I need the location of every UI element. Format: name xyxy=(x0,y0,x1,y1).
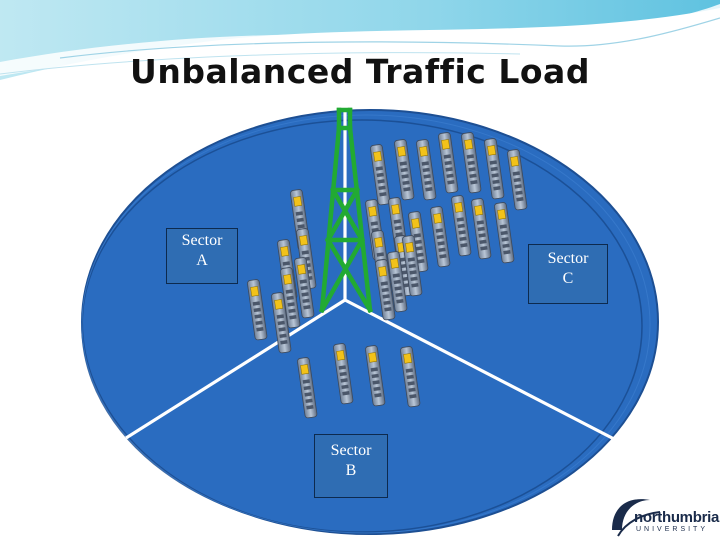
mobile-phone-icon xyxy=(451,195,472,257)
cell-area xyxy=(81,109,659,535)
mobile-phone-icon xyxy=(484,138,505,200)
mobile-phone-icon xyxy=(365,345,386,407)
logo-name: northumbria xyxy=(634,509,720,526)
mobile-phone-icon xyxy=(370,144,391,206)
mobile-phone-icon xyxy=(247,279,268,341)
sector-a-label: Sector A xyxy=(166,228,238,284)
mobile-phone-icon xyxy=(402,235,423,297)
sector-c-line2: C xyxy=(562,270,574,287)
logo-subtitle: UNIVERSITY xyxy=(636,526,709,533)
mobile-phone-icon xyxy=(333,343,354,405)
mobile-phone-icon xyxy=(416,139,437,201)
mobile-phone-icon xyxy=(297,357,318,419)
mobile-phone-icon xyxy=(494,202,515,264)
header-wave xyxy=(0,0,720,80)
mobile-phone-icon xyxy=(461,132,482,194)
mobile-phones xyxy=(247,132,528,419)
logo-emblem xyxy=(612,499,661,537)
mobile-phone-icon xyxy=(507,149,528,211)
sector-a-line2: A xyxy=(196,252,208,269)
university-logo: northumbria UNIVERSITY xyxy=(608,498,720,540)
mobile-phone-icon xyxy=(394,139,415,201)
mobile-phone-icon xyxy=(471,198,492,260)
mobile-phone-icon xyxy=(438,132,459,194)
sector-c-label: Sector C xyxy=(528,244,608,304)
slide-title: Unbalanced Traffic Load xyxy=(130,52,590,91)
mobile-phone-icon xyxy=(400,346,421,408)
mobile-phone-icon xyxy=(294,257,315,319)
sector-a-line1: Sector xyxy=(181,232,223,249)
sector-c-line1: Sector xyxy=(547,250,589,267)
sector-b-line2: B xyxy=(345,462,357,479)
mobile-phone-icon xyxy=(375,259,396,321)
mobile-phone-icon xyxy=(430,206,451,268)
mobile-phone-icon xyxy=(387,251,408,313)
cell-tower-icon xyxy=(318,107,374,314)
mobile-phone-icon xyxy=(271,292,292,354)
sector-b-line1: Sector xyxy=(330,442,372,459)
sector-b-label: Sector B xyxy=(314,434,388,498)
